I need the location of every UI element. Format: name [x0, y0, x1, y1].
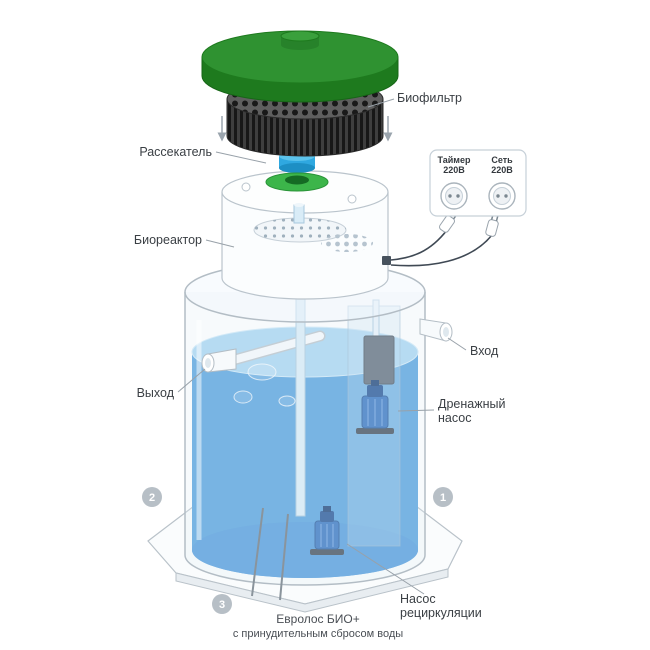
diffuser-bottom: [279, 163, 315, 173]
leader-biofilter: [367, 98, 395, 108]
caption-product-name: Евролос БИО+: [276, 612, 359, 626]
timer-label: Таймер: [438, 155, 471, 165]
cap-knob-top: [280, 30, 320, 42]
bioreactor: [221, 170, 391, 300]
marker-3-number: 3: [219, 599, 225, 611]
mains-socket-icon: [488, 182, 516, 210]
bubble: [233, 390, 253, 404]
leader-drainage-pump: [397, 409, 435, 412]
lid-hole: [347, 194, 357, 204]
label-biofilter: Биофильтр: [397, 91, 462, 105]
stake: [279, 513, 289, 601]
label-drainage-pump-line2: насос: [438, 411, 471, 425]
timer-socket-icon: [440, 182, 468, 210]
outlet-pipe: [201, 348, 237, 373]
leader-outlet: [177, 368, 206, 393]
marker-2: 2: [142, 487, 162, 507]
power-cord: [390, 229, 448, 261]
lid-hole: [241, 182, 251, 192]
marker-2-number: 2: [149, 492, 155, 504]
pump-cap: [367, 385, 383, 397]
center-pipe-mouth: [294, 203, 304, 207]
cable-connector: [382, 256, 391, 265]
drainage-pump: [356, 299, 395, 434]
main-tank: [184, 261, 426, 586]
pump-base: [310, 549, 344, 555]
label-drainage-pump-line1: Дренажный: [438, 397, 505, 411]
honeycomb-media: [321, 234, 373, 252]
power-cord: [390, 234, 493, 267]
bioreactor-wall: [221, 192, 389, 300]
tank-water-bottom: [192, 522, 418, 578]
ground-stakes: [251, 507, 289, 601]
mains-voltage-label: 220В: [491, 165, 513, 175]
bubble: [247, 363, 277, 381]
label-recirc-pump-line2: рециркуляции: [400, 606, 482, 620]
cap-knob-bottom: [281, 40, 319, 50]
plug-icon: [485, 214, 499, 237]
pump-cap-top: [323, 506, 331, 512]
label-diffuser: Рассекатель: [139, 145, 212, 159]
marker-1-number: 1: [440, 492, 446, 504]
media-disc-perforation: [254, 218, 346, 242]
green-cap: [201, 30, 399, 103]
pump-base: [356, 428, 394, 434]
leader-diffuser: [215, 151, 267, 164]
stake: [251, 507, 264, 597]
leader-bioreactor: [205, 239, 235, 248]
callouts: Биофильтр Рассекатель Биореактор Вход Вы…: [134, 91, 506, 620]
timer-voltage-label: 220В: [443, 165, 465, 175]
bubble: [278, 395, 296, 407]
bubbles: [233, 363, 296, 407]
marker-3: 3: [212, 594, 232, 614]
number-markers: 1 2 3: [142, 487, 453, 614]
center-pipe-stub: [293, 204, 305, 224]
recirculation-pump: [310, 506, 344, 555]
power-panel: Таймер 220В Сеть 220В: [390, 149, 527, 267]
leader-inlet: [447, 337, 467, 351]
tank-wall: [184, 292, 426, 586]
label-inlet: Вход: [470, 344, 499, 358]
inlet-pipe: [419, 318, 453, 342]
label-outlet: Выход: [137, 386, 175, 400]
pump-cap: [320, 511, 334, 522]
marker-1: 1: [433, 487, 453, 507]
leader-recirc-pump: [346, 543, 425, 595]
label-bioreactor: Биореактор: [134, 233, 202, 247]
caption: Евролос БИО+ с принудительным сбросом во…: [233, 612, 403, 640]
pump-cap-top: [371, 380, 379, 386]
label-recirc-pump-line1: Насос: [400, 592, 436, 606]
green-disc-hub: [285, 175, 309, 185]
assembly-arrows: [217, 116, 393, 142]
caption-subtitle: с принудительным сбросом воды: [233, 628, 403, 640]
diffuser-assembly: [265, 151, 329, 192]
base-plate-edge: [175, 568, 449, 613]
mains-label: Сеть: [491, 155, 513, 165]
